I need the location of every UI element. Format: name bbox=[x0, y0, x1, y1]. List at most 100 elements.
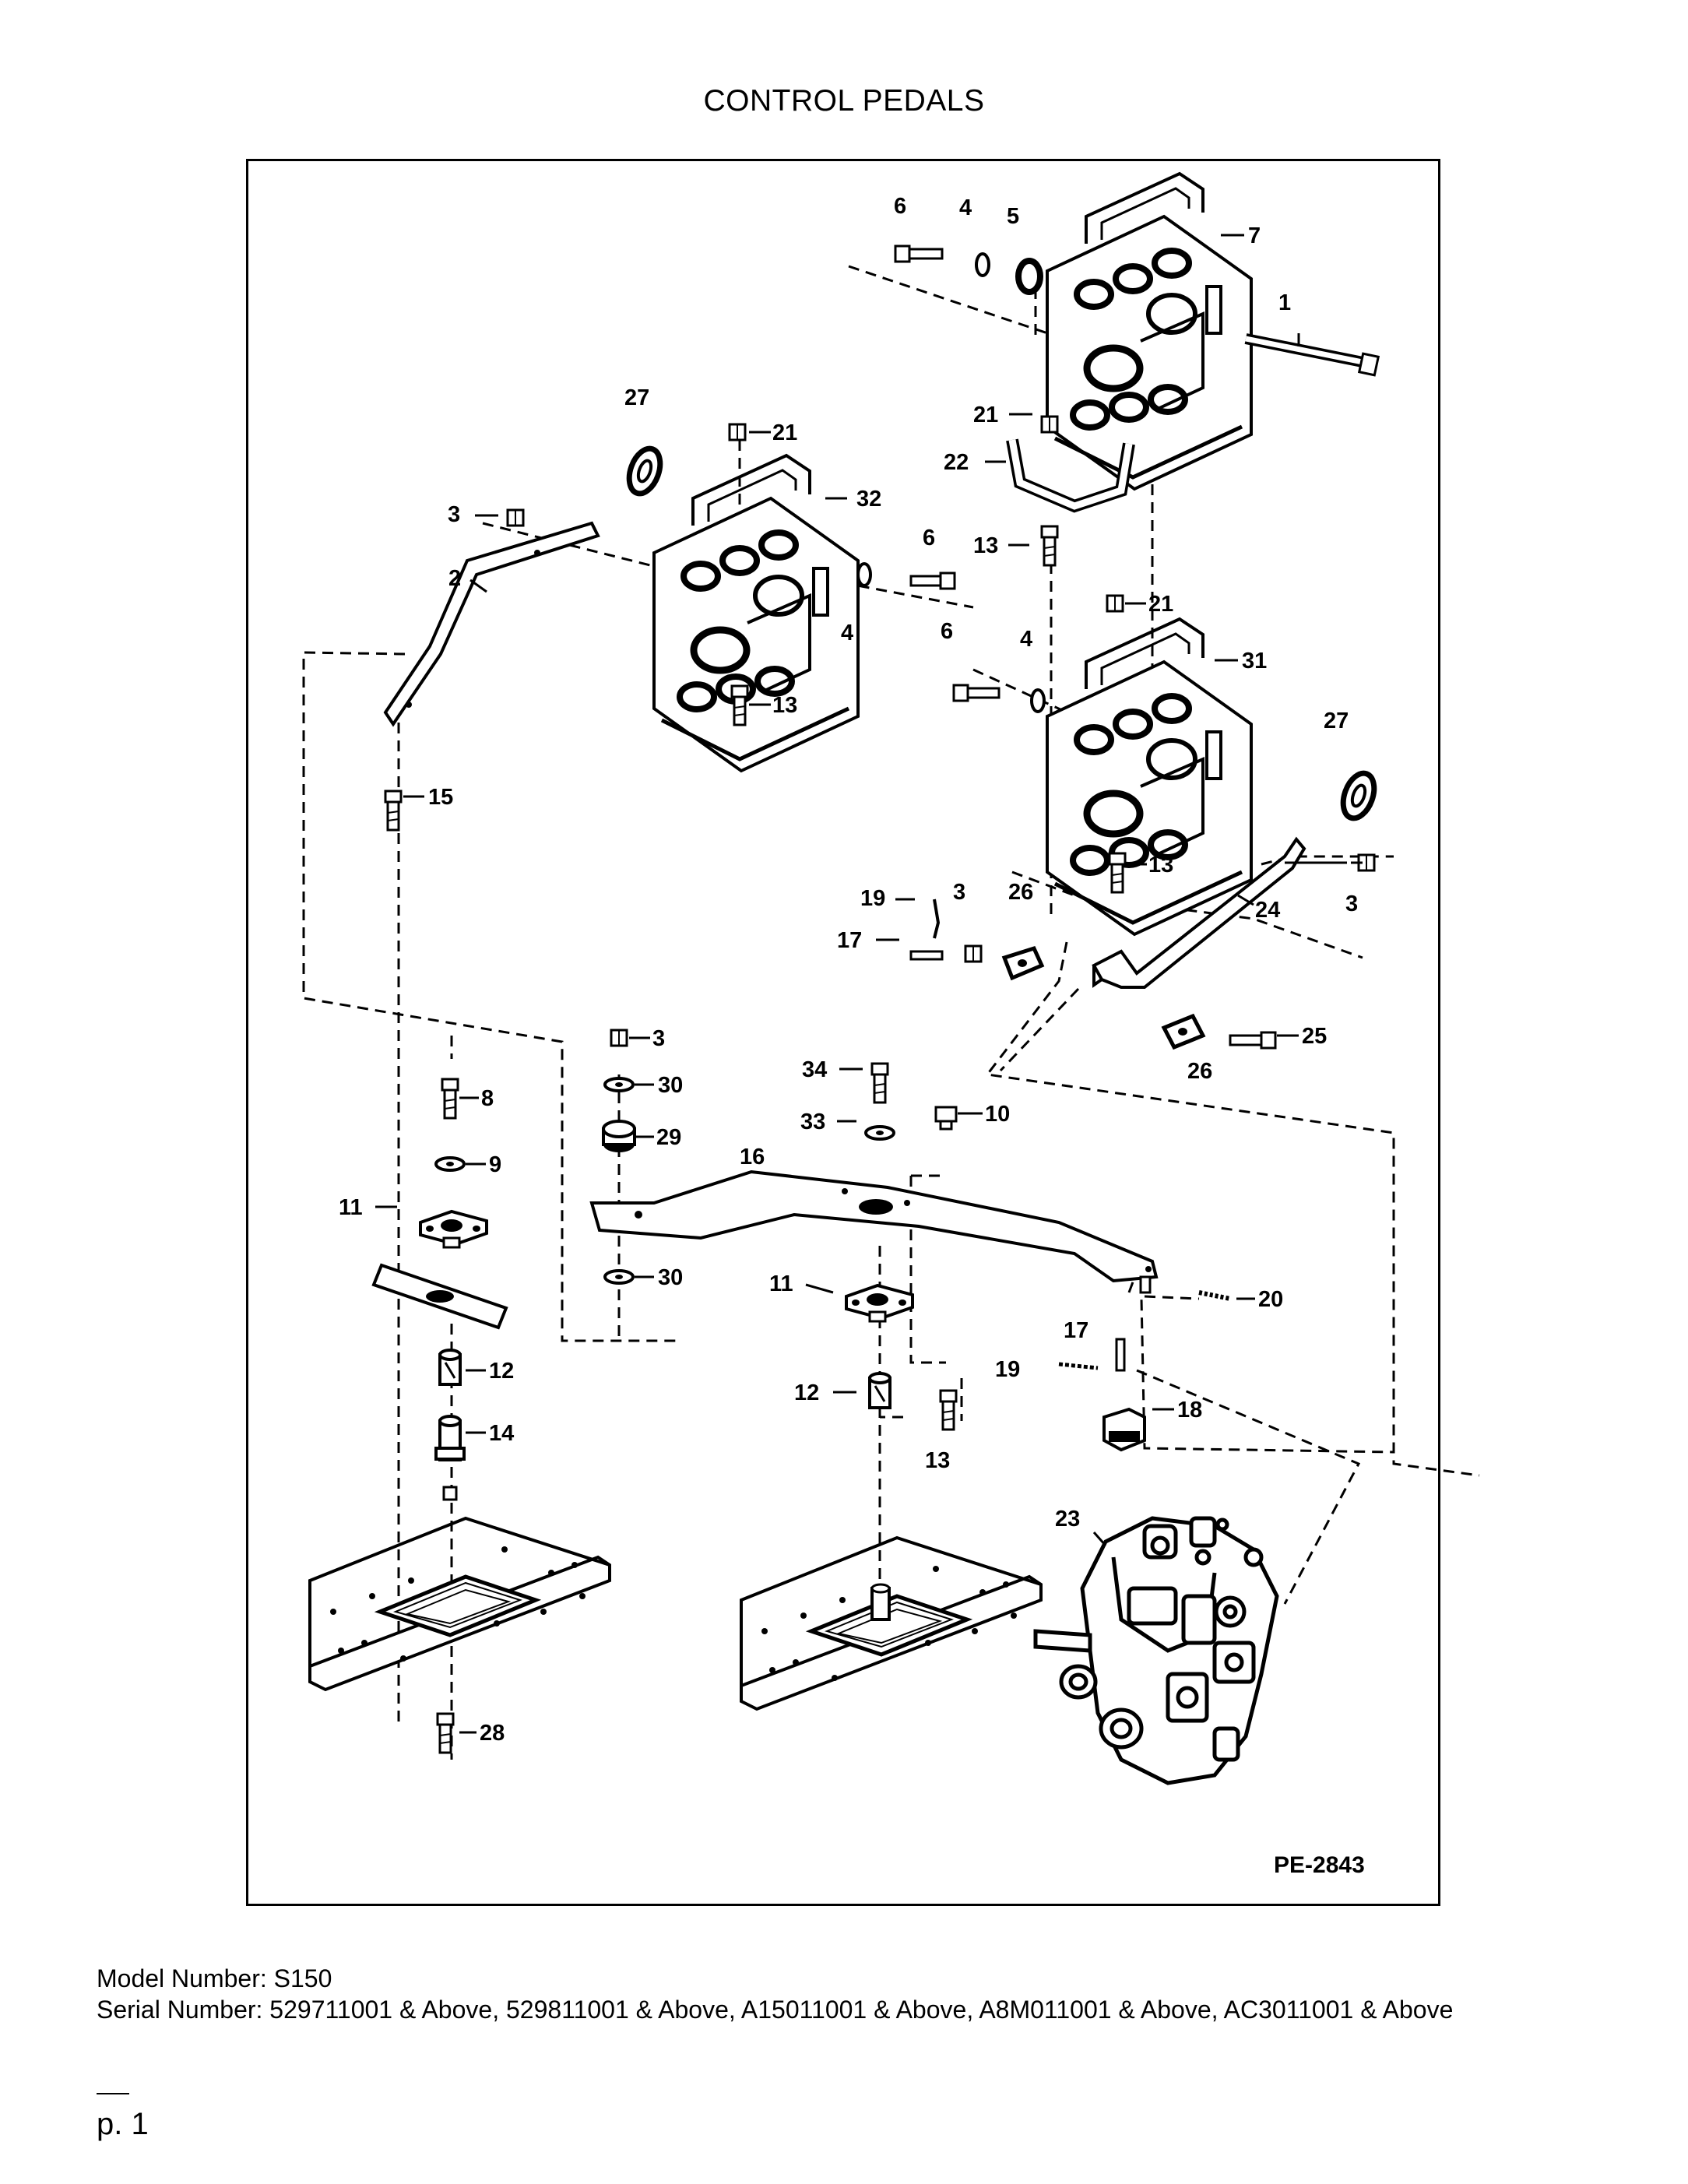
callout-30-upper: 30 bbox=[658, 1073, 683, 1098]
shaft-icon bbox=[870, 1583, 891, 1621]
nut-21-upper-icon bbox=[1040, 415, 1059, 434]
callout-17-lower: 17 bbox=[1064, 1318, 1088, 1343]
callout-7: 7 bbox=[1248, 223, 1261, 248]
washer-30-lower-icon bbox=[603, 1269, 635, 1285]
callout-6-mid: 6 bbox=[923, 526, 935, 550]
main-link-bar-16-icon bbox=[589, 1169, 1159, 1283]
callout-13-lower: 13 bbox=[925, 1448, 950, 1473]
callout-10: 10 bbox=[985, 1102, 1010, 1127]
floor-plate-center-icon bbox=[741, 1538, 1041, 1709]
pivot-plate-11-center-icon bbox=[845, 1284, 914, 1323]
callout-11-left: 11 bbox=[339, 1195, 363, 1220]
callout-27-right: 27 bbox=[1324, 709, 1349, 733]
nut-10-icon bbox=[934, 1106, 958, 1131]
guide-plate-icon bbox=[371, 1263, 508, 1330]
bolt-13-upper-icon bbox=[1040, 525, 1059, 567]
callout-16: 16 bbox=[740, 1145, 765, 1169]
callout-3-right: 3 bbox=[1345, 892, 1358, 916]
plate-26-upper-icon bbox=[1001, 945, 1045, 981]
rubber-stop-27-left-icon bbox=[624, 445, 666, 498]
callout-33: 33 bbox=[800, 1110, 825, 1134]
bushing-5-icon bbox=[1015, 258, 1043, 295]
callout-14: 14 bbox=[489, 1421, 514, 1446]
assembly-dashed-lines bbox=[302, 265, 1480, 1760]
callout-25: 25 bbox=[1302, 1024, 1327, 1049]
bushing-12-left-icon bbox=[438, 1349, 462, 1386]
pivot-plate-11-left-icon bbox=[419, 1210, 488, 1249]
bushing-29-icon bbox=[602, 1120, 636, 1152]
callout-31: 31 bbox=[1242, 649, 1267, 673]
callout-24: 24 bbox=[1255, 898, 1280, 923]
cotter-19-upper-icon bbox=[933, 899, 941, 939]
bolt-15-icon bbox=[384, 790, 403, 832]
callout-leaders bbox=[375, 234, 1363, 1734]
figure-id: PE-2843 bbox=[1274, 1852, 1365, 1878]
callout-26-lower: 26 bbox=[1187, 1059, 1212, 1084]
callout-9: 9 bbox=[489, 1152, 501, 1177]
callout-19-upper: 19 bbox=[860, 886, 885, 911]
page-title: CONTROL PEDALS bbox=[703, 84, 985, 118]
rubber-stop-27-right-icon bbox=[1338, 769, 1380, 823]
nut-3-center-icon bbox=[964, 944, 983, 963]
callout-4-right: 4 bbox=[1020, 627, 1032, 652]
callout-labels: 6 4 5 7 1 27 21 32 21 22 3 6 13 2 4 21 6… bbox=[339, 194, 1365, 1878]
callout-2: 2 bbox=[448, 566, 461, 591]
washer-4-mid-icon bbox=[856, 562, 872, 587]
washer-30-upper-icon bbox=[603, 1077, 635, 1092]
callout-28: 28 bbox=[480, 1721, 505, 1746]
serial-label: Serial Number: bbox=[97, 1996, 263, 2024]
callout-20: 20 bbox=[1258, 1287, 1283, 1312]
callout-6-right: 6 bbox=[941, 619, 953, 644]
bolt-8-icon bbox=[441, 1078, 459, 1120]
pedal-assembly-32-icon bbox=[654, 455, 858, 771]
washer-4-icon bbox=[975, 252, 990, 277]
callout-19-lower: 19 bbox=[995, 1357, 1020, 1382]
callout-12-center: 12 bbox=[794, 1380, 819, 1405]
callout-3-center: 3 bbox=[953, 880, 965, 905]
callout-27-top: 27 bbox=[624, 385, 649, 410]
callout-21-right: 21 bbox=[1148, 592, 1173, 617]
bolt-13-right-icon bbox=[1108, 852, 1127, 894]
callout-13-top: 13 bbox=[973, 533, 998, 558]
callout-22: 22 bbox=[944, 450, 969, 475]
clevis-18-icon bbox=[1102, 1407, 1146, 1452]
callout-18: 18 bbox=[1177, 1398, 1202, 1423]
bolt-6-top-icon bbox=[894, 244, 944, 263]
plate-26-lower-icon bbox=[1161, 1013, 1206, 1050]
callout-34: 34 bbox=[802, 1057, 827, 1082]
callout-29: 29 bbox=[656, 1125, 681, 1150]
serial-value: 529711001 & Above, 529811001 & Above, A1… bbox=[269, 1996, 1454, 2024]
callout-3-left: 3 bbox=[448, 502, 460, 527]
control-valve-23-icon bbox=[1033, 1516, 1279, 1785]
bolt-6-right-icon bbox=[952, 684, 1000, 702]
model-label: Model Number: bbox=[97, 1964, 267, 1992]
callout-11-center: 11 bbox=[769, 1271, 793, 1296]
callout-21-top: 21 bbox=[973, 403, 998, 427]
bolt-6-mid-icon bbox=[909, 571, 956, 590]
callout-30-lower: 30 bbox=[658, 1265, 683, 1290]
callout-3-stack: 3 bbox=[652, 1026, 665, 1051]
pin-17-lower-icon bbox=[1115, 1338, 1126, 1372]
bolt-13-lower-icon bbox=[939, 1389, 958, 1431]
callout-13-right: 13 bbox=[1148, 853, 1173, 877]
callout-6-top: 6 bbox=[894, 194, 906, 219]
page-rule bbox=[97, 2093, 129, 2094]
nut-3-stack-icon bbox=[610, 1029, 628, 1047]
diagram-frame bbox=[246, 159, 1440, 1906]
washer-33-icon bbox=[864, 1125, 895, 1141]
pedal-link-bar-24-icon bbox=[1092, 836, 1306, 989]
callout-4-top: 4 bbox=[959, 195, 972, 220]
nut-21-right-icon bbox=[1106, 594, 1124, 613]
bolt-25-icon bbox=[1229, 1031, 1277, 1050]
cotter-19-lower-icon bbox=[1058, 1362, 1099, 1370]
pin-17-upper-icon bbox=[909, 950, 944, 961]
page-number: p. 1 bbox=[97, 2107, 149, 2141]
model-number: Model Number: S150 bbox=[97, 1964, 332, 1993]
callout-12-left: 12 bbox=[489, 1359, 514, 1384]
nut-21-mid-icon bbox=[728, 423, 747, 441]
bolt-28-icon bbox=[436, 1712, 455, 1754]
callout-15: 15 bbox=[428, 785, 453, 810]
spacer-14-icon bbox=[434, 1415, 466, 1461]
bolt-34-icon bbox=[870, 1062, 889, 1104]
